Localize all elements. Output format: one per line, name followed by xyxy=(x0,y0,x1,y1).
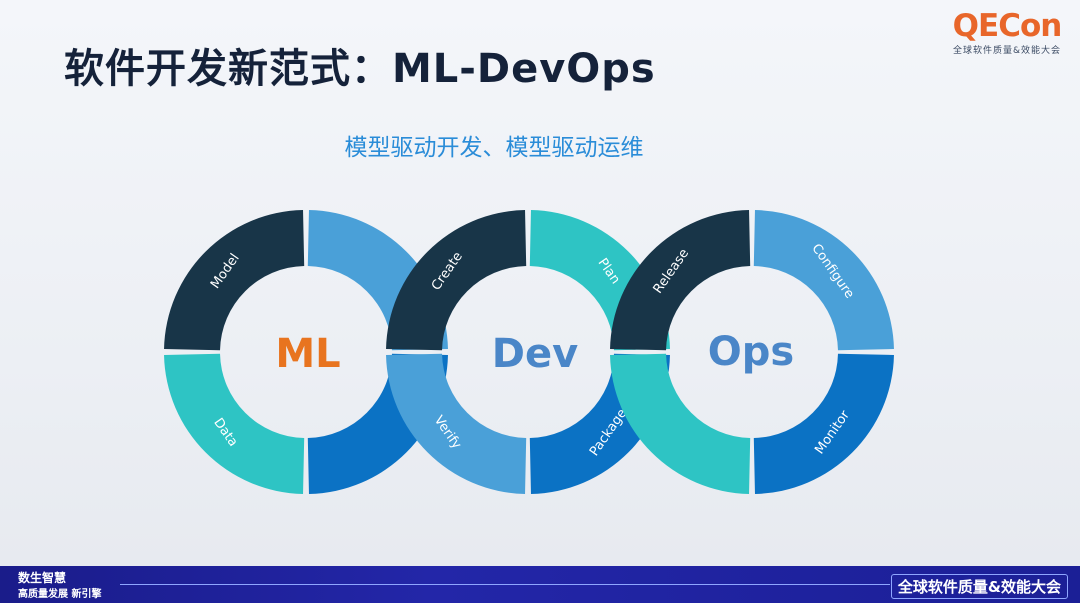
ring-ops-segment-2 xyxy=(753,210,894,351)
slide-title: 软件开发新范式：ML-DevOps xyxy=(64,46,656,92)
ring-dev-segment-4 xyxy=(386,353,527,494)
ring-dev-segment-1 xyxy=(386,210,527,351)
footer-divider xyxy=(120,584,890,585)
ring-ops-segment-4 xyxy=(610,353,751,494)
logo-wordmark: QECon xyxy=(952,8,1063,44)
footer-bar: 数生智慧 高质量发展 新引擎 全球软件质量&效能大会 xyxy=(0,566,1080,603)
ring-ml-center-label: ML xyxy=(275,331,340,377)
ring-ops-segment-1 xyxy=(610,210,751,351)
footer-slogan-line1: 数生智慧 xyxy=(18,571,67,585)
ring-ml-segment-4 xyxy=(164,353,305,494)
footer-slogan-line2: 高质量发展 新引擎 xyxy=(18,589,102,600)
ring-ops-center-label: Ops xyxy=(708,329,794,375)
ring-ops-segment-3 xyxy=(753,353,894,494)
logo-tagline: 全球软件质量&效能大会 xyxy=(952,46,1062,56)
slide-subtitle: 模型驱动开发、模型驱动运维 xyxy=(344,135,644,161)
qecon-logo: QECon 全球软件质量&效能大会 xyxy=(948,10,1066,56)
ring-dev-center-label: Dev xyxy=(492,331,578,377)
footer-conference-name: 全球软件质量&效能大会 xyxy=(890,574,1068,599)
ring-ml-segment-1 xyxy=(164,210,305,351)
